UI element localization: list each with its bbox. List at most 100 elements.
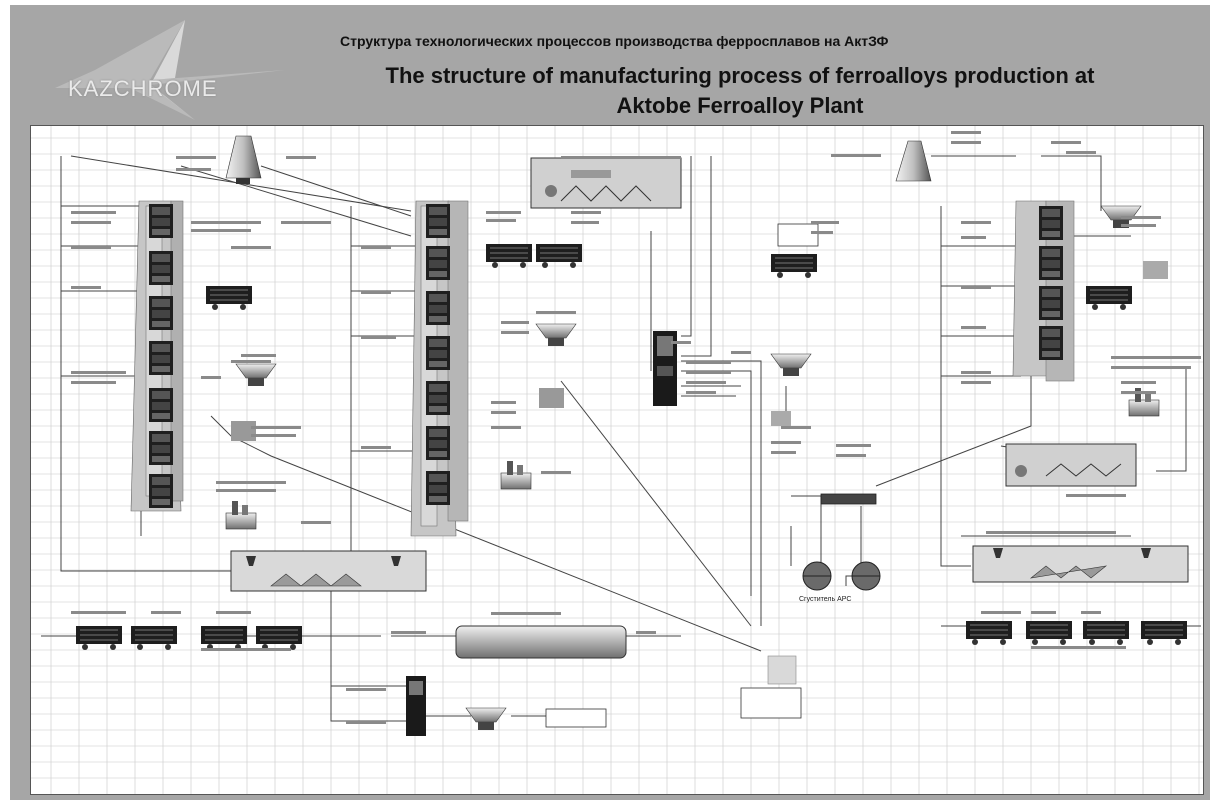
annotation-text-line <box>391 631 426 634</box>
annotation-text-line <box>1081 611 1101 614</box>
annotation-text-line <box>961 326 986 329</box>
rail-wagon <box>75 625 123 651</box>
rotary-kiln <box>455 625 627 659</box>
small-label-box <box>545 223 877 728</box>
annotation-text-line <box>501 321 529 324</box>
annotation-text-line <box>731 351 751 354</box>
separator-label: Сгуститель АРС <box>799 596 851 603</box>
rail-wagon <box>130 625 178 651</box>
annotation-text-line <box>151 611 181 614</box>
rail-wagon <box>200 625 248 651</box>
rail-wagon <box>485 243 533 269</box>
furnace-cell <box>149 388 173 422</box>
annotation-text-line <box>251 426 301 429</box>
factory-unit <box>225 500 257 530</box>
annotation-text-line <box>771 451 796 454</box>
annotation-text-line <box>1066 494 1126 497</box>
funnel-hopper <box>770 353 812 377</box>
furnace-cell <box>149 341 173 375</box>
furnace-cell <box>426 336 450 370</box>
annotation-text-line <box>771 441 801 444</box>
mixing-bin-left <box>230 550 427 592</box>
furnace-cell <box>1039 246 1063 280</box>
header: KAZCHROME Структура технологических проц… <box>10 5 1210 123</box>
sinter-machine-top <box>530 157 682 209</box>
furnace-cell <box>1039 326 1063 360</box>
annotation-text-line <box>71 211 116 214</box>
annotation-text-line <box>1051 141 1081 144</box>
annotation-text-line <box>501 331 529 334</box>
annotation-text-line <box>361 446 391 449</box>
annotation-text-line <box>176 156 216 159</box>
annotation-text-line <box>241 354 276 357</box>
annotation-text-line <box>491 612 561 615</box>
annotation-text-line <box>1121 216 1161 219</box>
annotation-text-line <box>961 236 986 239</box>
annotation-text-line <box>71 246 111 249</box>
annotation-text-line <box>216 481 286 484</box>
title-english: The structure of manufacturing process o… <box>300 61 1180 121</box>
annotation-text-line <box>251 434 296 437</box>
rail-wagon <box>205 285 253 311</box>
annotation-text-line <box>961 286 991 289</box>
mixing-bin-right <box>972 545 1189 583</box>
annotation-text-line <box>986 531 1116 534</box>
furnace-cell <box>426 471 450 505</box>
logo-text: KAZCHROME <box>68 76 218 101</box>
annotation-text-line <box>1066 151 1096 154</box>
ladles <box>231 261 1168 685</box>
annotation-text-line <box>671 341 691 344</box>
annotation-text-line <box>686 371 731 374</box>
top-cone-right <box>895 140 932 182</box>
annotation-text-line <box>71 286 101 289</box>
annotation-text-line <box>811 231 833 234</box>
factory-unit <box>500 460 532 490</box>
title-english-line2: Aktobe Ferroalloy Plant <box>616 93 864 118</box>
rail-wagon <box>1025 620 1073 646</box>
annotation-text-line <box>301 521 331 524</box>
rail-wagon <box>1140 620 1188 646</box>
process-diagram-canvas: Сгуститель АРС <box>31 126 1203 794</box>
annotation-text-line <box>686 381 726 384</box>
furnace-cell <box>149 251 173 285</box>
annotation-text-line <box>836 444 871 447</box>
annotation-text-line <box>686 391 716 394</box>
tower-units <box>406 331 677 736</box>
annotation-text-line <box>231 246 271 249</box>
annotation-text-line <box>571 221 599 224</box>
annotation-text-line <box>201 376 221 379</box>
furnace-cell <box>1039 286 1063 320</box>
annotation-text-line <box>346 721 386 724</box>
annotation-text-line <box>836 454 866 457</box>
annotation-text-line <box>1031 611 1056 614</box>
furnace-cell <box>426 426 450 460</box>
annotation-text-line <box>831 154 881 157</box>
annotation-text-line <box>1121 224 1156 227</box>
annotation-text-line <box>286 156 316 159</box>
annotation-text-line <box>1121 391 1156 394</box>
title-russian: Структура технологических процессов прои… <box>340 33 889 49</box>
furnace-cell <box>1039 206 1063 240</box>
annotation-text-line <box>491 411 516 414</box>
annotation-text-line <box>951 131 981 134</box>
rail-wagon <box>535 243 583 269</box>
poster-panel: KAZCHROME Структура технологических проц… <box>10 5 1210 800</box>
funnel-hopper <box>465 707 507 731</box>
annotation-text-line <box>636 631 656 634</box>
logo-star-icon <box>55 20 285 120</box>
annotation-text-line <box>71 381 116 384</box>
background-grid <box>31 126 1203 794</box>
annotation-text-line <box>981 611 1021 614</box>
top-cone-left <box>225 135 262 184</box>
annotation-text-line <box>491 426 521 429</box>
annotation-text-line <box>216 611 251 614</box>
annotation-text-line <box>561 156 681 159</box>
annotation-text-line <box>486 219 516 222</box>
annotation-text-line <box>961 221 991 224</box>
furnace-cell <box>426 246 450 280</box>
rail-wagon <box>1085 285 1133 311</box>
process-diagram: Сгуститель АРС <box>30 125 1204 795</box>
annotation-text-line <box>191 229 251 232</box>
rail-wagon <box>965 620 1013 646</box>
